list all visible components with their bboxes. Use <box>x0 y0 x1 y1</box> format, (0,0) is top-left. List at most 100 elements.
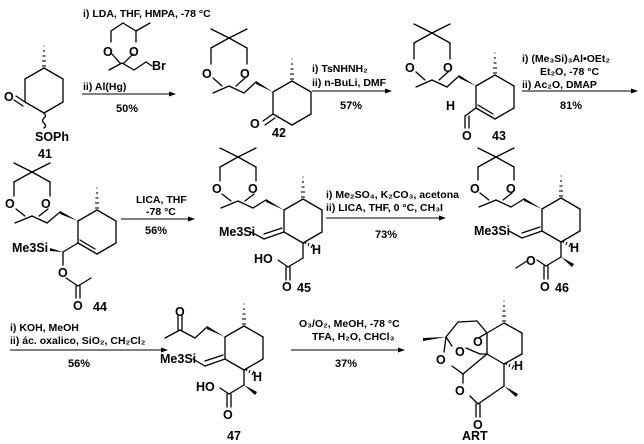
oxygen-atom: O <box>455 345 465 359</box>
wedge-bond <box>423 337 446 341</box>
yield-label: 57% <box>340 100 362 112</box>
condition-line: i) (Me₃Si)₃Al•OEt₂ <box>522 53 610 65</box>
trimethylsilyl-group: Me3Si <box>219 225 255 239</box>
hashed-methyl <box>95 187 99 209</box>
sulfoxide-group: SOPh <box>35 130 69 144</box>
arrow-head <box>385 88 392 94</box>
hashed-methyl <box>301 176 305 198</box>
condition-line: i) KOH, MeOH <box>10 322 79 334</box>
arrow-head <box>169 91 176 97</box>
hydrogen-atom: H <box>570 241 579 255</box>
oxygen-atom: O <box>455 384 465 398</box>
trimethylsilyl-group: Me3Si <box>160 352 196 366</box>
hashed-h <box>505 362 515 370</box>
oxygen-atom: O <box>212 182 222 196</box>
wedge-bond <box>266 199 284 210</box>
condition-line: TFA, H₂O, CHCl₃ <box>312 331 395 343</box>
wedge-bond <box>459 75 476 86</box>
oxygen-atom: O <box>129 45 139 59</box>
hashed-methyl <box>42 45 46 67</box>
arrow-head <box>161 347 168 353</box>
condition-line: ii) n-BuLi, DMF <box>312 77 387 89</box>
compound-label-46: 46 <box>555 281 569 295</box>
wedge-bond <box>60 211 78 221</box>
reaction-step-2: i) TsNHNH₂ ii) n-BuLi, DMF 57% <box>312 63 392 112</box>
compound-47: O Me3Si H HO O 47 <box>160 303 264 443</box>
compound-label-45: 45 <box>297 281 311 295</box>
oxygen-atom: O <box>58 266 68 280</box>
bromide-reagent: O O Br <box>103 22 166 73</box>
compound-44: O O Me3Si O O 44 <box>5 162 117 314</box>
hydrogen-atom: H <box>514 359 523 373</box>
condition-line: -78 °C <box>146 206 176 218</box>
oxygen-atom: O <box>248 182 258 196</box>
oxygen-atom: O <box>526 254 536 268</box>
reaction-step-4: LICA, THF -78 °C 56% <box>121 194 195 237</box>
oxygen-atom: O <box>5 197 15 211</box>
hashed-methyl <box>290 58 294 80</box>
oxygen-atom: O <box>405 61 415 75</box>
condition-line: i) TsNHNH₂ <box>312 63 368 75</box>
wedge-bond <box>504 386 518 397</box>
arrow-head <box>398 347 405 353</box>
wedge-bond <box>50 248 63 252</box>
condition-line: i) LDA, THF, HMPA, -78 °C <box>83 8 211 20</box>
wedge-bond <box>524 198 542 209</box>
condition-line: LICA, THF <box>136 194 187 206</box>
hashed-h <box>245 368 255 376</box>
oxygen-atom: O <box>202 67 212 81</box>
compound-46: O O Me3Si H O O 46 <box>470 147 581 295</box>
bromine-atom: Br <box>152 59 166 73</box>
hashed-methyl <box>242 303 246 325</box>
hashed-methyl <box>493 52 497 74</box>
oxygen-atom: O <box>470 182 480 196</box>
oxygen-atom: O <box>223 408 233 422</box>
yield-label: 73% <box>375 229 397 241</box>
condition-line: O₃/O₂, MeOH, -78 °C <box>299 318 400 330</box>
arrow-head <box>439 215 446 221</box>
oxygen-atom: O <box>506 182 516 196</box>
compound-label-art: ART <box>462 429 488 443</box>
oxygen-atom: O <box>240 67 250 81</box>
oxygen-atom: O <box>250 117 260 131</box>
oxygen-atom: O <box>462 129 472 143</box>
hashed-h <box>304 241 314 249</box>
hashed-methyl <box>559 175 563 197</box>
hydroxyl-group: HO <box>254 252 273 266</box>
hydrogen-atom: H <box>253 370 262 384</box>
oxygen-atom: O <box>175 305 185 319</box>
wedge-bond <box>561 257 574 267</box>
hashed-methyl <box>502 300 506 322</box>
arrow-head <box>188 216 195 222</box>
compound-label-44: 44 <box>93 300 107 314</box>
hydrogen-atom: H <box>312 243 321 257</box>
arrow-head <box>631 88 638 94</box>
yield-label: 81% <box>560 100 582 112</box>
compound-label-47: 47 <box>227 429 241 443</box>
compound-label-41: 41 <box>38 147 52 161</box>
wedge-bond <box>256 81 273 92</box>
oxygen-atom: O <box>73 299 83 313</box>
reaction-step-7: O₃/O₂, MeOH, -78 °C TFA, H₂O, CHCl₃ 37% <box>291 318 405 370</box>
condition-line: ii) Ac₂O, DMAP <box>522 79 597 91</box>
condition-line: ii) LICA, THF, 0 °C, CH₃I <box>326 202 443 214</box>
condition-line: i) Me₂SO₄, K₂CO₃, acetona <box>326 189 459 201</box>
condition-line: ii) ác. oxalico, SiO₂, CH₂Cl₂ <box>10 335 146 347</box>
yield-label: 50% <box>116 103 138 115</box>
compound-art: O O O H O O ART <box>423 300 523 443</box>
trimethylsilyl-group: Me3Si <box>474 224 510 238</box>
condition-line: Et₂O, -78 °C <box>540 66 599 78</box>
oxygen-atom: O <box>473 335 483 349</box>
reaction-step-3: i) (Me₃Si)₃Al•OEt₂ Et₂O, -78 °C ii) Ac₂O… <box>522 53 638 112</box>
oxygen-atom: O <box>41 197 51 211</box>
compound-label-42: 42 <box>272 126 286 140</box>
trimethylsilyl-group: Me3Si <box>12 241 48 255</box>
compound-43: O O H O 43 <box>405 23 515 143</box>
wedge-bond <box>207 326 225 337</box>
oxygen-atom: O <box>103 45 113 59</box>
reaction-step-5: i) Me₂SO₄, K₂CO₃, acetona ii) LICA, THF,… <box>326 189 459 241</box>
hydroxyl-group: HO <box>196 380 215 394</box>
reaction-step-1: i) LDA, THF, HMPA, -78 °C ii) Al(Hg) 50% <box>82 8 211 115</box>
compound-41: O SOPh 41 <box>4 45 69 161</box>
